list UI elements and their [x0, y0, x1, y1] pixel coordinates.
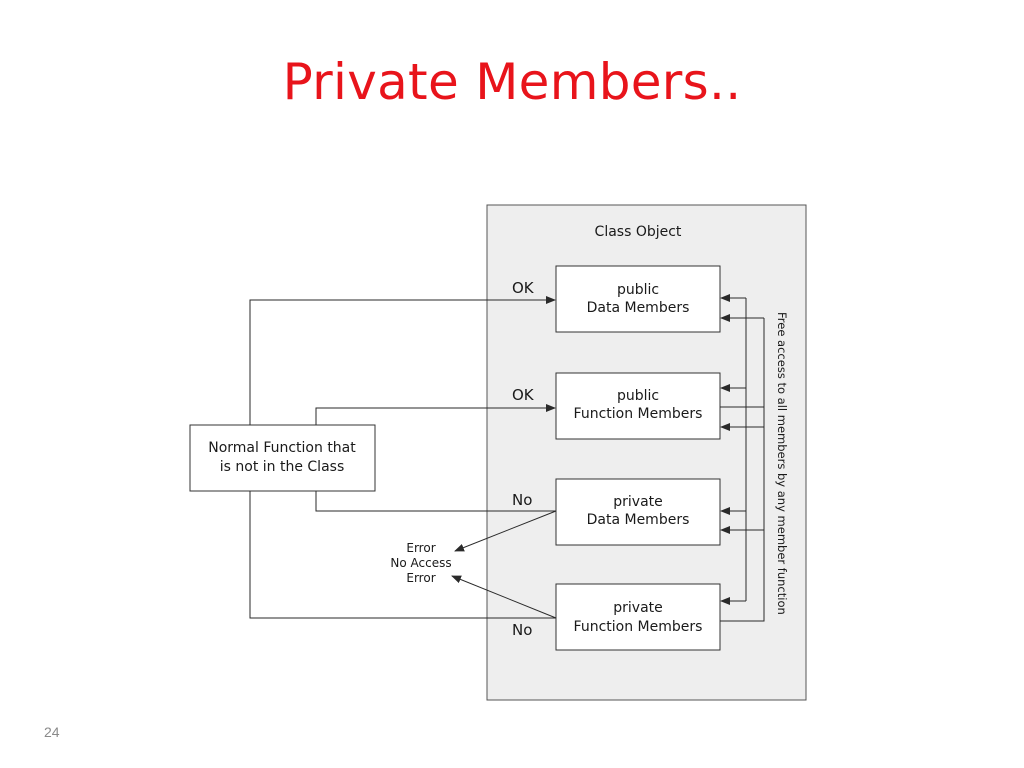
error-arrow-lower [451, 575, 557, 619]
member-label: public [617, 282, 659, 298]
normal-function-label: is not in the Class [220, 459, 344, 475]
error-label: No Access [390, 556, 451, 570]
member-label: Data Members [587, 512, 690, 528]
member-box-private-data: private Data Members [555, 478, 721, 546]
normal-function-label: Normal Function that [208, 440, 356, 456]
error-label: Error [406, 541, 435, 555]
access-label-no-private-function: No [512, 621, 532, 639]
member-box-public-data: public Data Members [555, 265, 721, 333]
access-line-private-data [315, 491, 556, 512]
normal-function-box: Normal Function that is not in the Class [189, 424, 376, 492]
member-label: public [617, 388, 659, 404]
slide-title: Private Members.. [282, 53, 742, 111]
access-line-public-data [249, 296, 556, 425]
access-label-ok-public-data: OK [512, 279, 535, 297]
access-line-private-function [249, 491, 556, 619]
member-label: Function Members [574, 619, 703, 635]
access-line-public-function [315, 404, 556, 425]
free-access-label: Free access to all members by any member… [775, 312, 789, 615]
member-box-public-function: public Function Members [555, 372, 721, 440]
member-label: Data Members [587, 300, 690, 316]
error-label: Error [406, 571, 435, 585]
member-box-private-function: private Function Members [555, 583, 721, 651]
error-arrow-upper [454, 510, 557, 552]
access-label-no-private-data: No [512, 491, 532, 509]
member-label: Function Members [574, 406, 703, 422]
access-label-ok-public-function: OK [512, 386, 535, 404]
page-number: 24 [44, 724, 60, 740]
bus-from-private-function [720, 407, 765, 622]
class-object-label: Class Object [595, 224, 682, 240]
member-label: private [613, 494, 663, 510]
member-label: private [613, 600, 663, 616]
